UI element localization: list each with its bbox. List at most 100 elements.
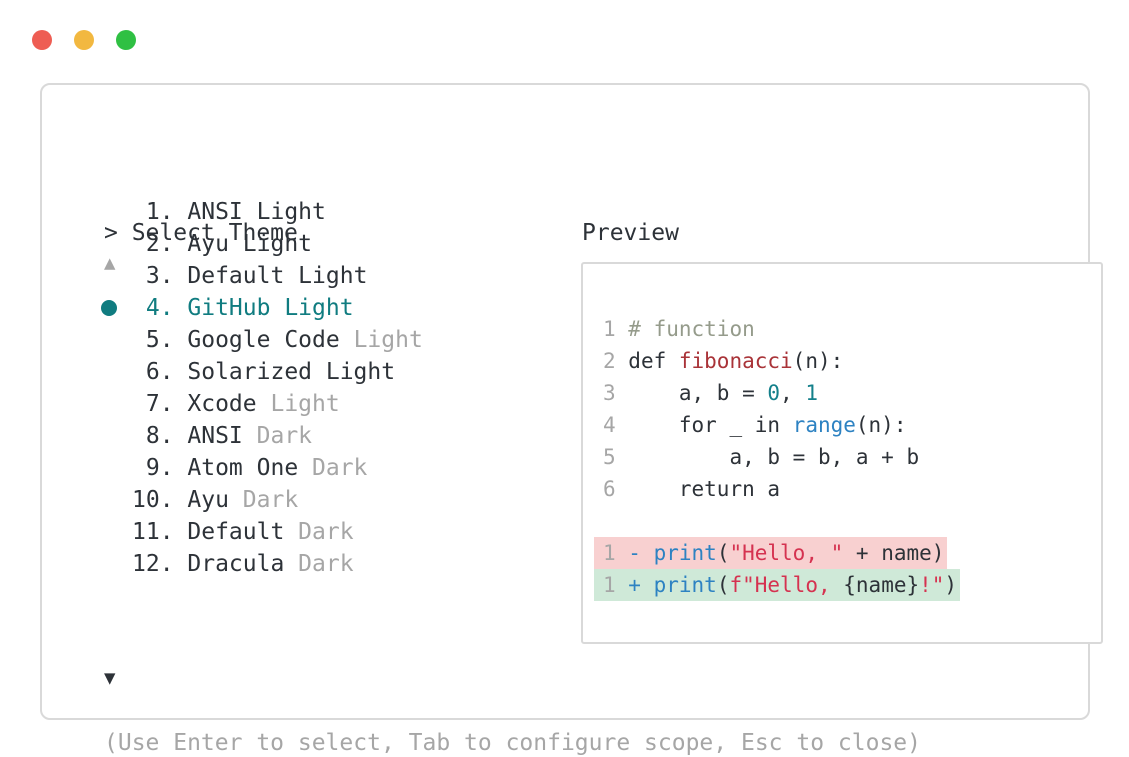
code-token: def	[628, 349, 679, 373]
item-variant: Light	[312, 359, 396, 385]
code-token: a, b =	[628, 381, 768, 405]
preview-label: Preview	[582, 220, 679, 246]
item-variant: Dark	[298, 455, 368, 481]
code-token: +	[628, 573, 654, 597]
code-token: (n):	[855, 413, 907, 437]
theme-item-default-dark[interactable]: 11. Default Dark	[98, 516, 354, 548]
code-token: -	[628, 541, 654, 565]
item-name: Atom One	[187, 455, 299, 481]
item-name: ANSI	[187, 199, 243, 225]
item-variant: Light	[270, 295, 354, 321]
line-number: 3	[603, 381, 629, 405]
minimize-button[interactable]	[74, 30, 94, 50]
item-variant: Light	[228, 231, 313, 257]
code-token: + name)	[843, 541, 945, 565]
item-name: Xcode	[187, 391, 257, 417]
theme-picker-panel: > Select Theme Preview ▲ ▼ 1. ANSI Light…	[40, 83, 1103, 756]
code-token: 0	[767, 381, 781, 405]
code-token: ,	[780, 381, 806, 405]
item-name: Ayu	[187, 487, 229, 513]
code-token: "Hello, "	[729, 541, 844, 565]
item-variant: Light	[256, 391, 340, 417]
code-token: f"Hello,	[729, 573, 844, 597]
scroll-up-icon[interactable]: ▲	[104, 252, 116, 274]
code-token: fibonacci	[678, 349, 793, 373]
diff-line-removed: 1 - print("Hello, " + name)	[594, 537, 948, 569]
diff-line-added: 1 + print(f"Hello, {name}!")	[594, 569, 961, 601]
code-token: )	[944, 573, 958, 597]
item-variant: Dark	[242, 423, 313, 449]
theme-item-dracula-dark[interactable]: 12. Dracula Dark	[98, 548, 354, 580]
item-number: 6.	[132, 359, 188, 385]
theme-item-google-code-light[interactable]: 5. Google Code Light	[98, 324, 423, 356]
code-token: # function	[628, 317, 755, 341]
close-button[interactable]	[32, 30, 52, 50]
theme-item-github-light[interactable]: 4. GitHub Light	[98, 292, 354, 324]
item-name: GitHub	[187, 295, 271, 321]
theme-picker-prompt: > Select Theme	[104, 220, 298, 246]
item-name: Dracula	[187, 551, 285, 577]
theme-item-ansi-dark[interactable]: 8. ANSI Dark	[98, 420, 312, 452]
item-number: 11.	[132, 519, 188, 545]
code-token: a, b = b, a + b	[628, 445, 920, 469]
theme-item-ayu-light[interactable]: 2. Ayu Light	[98, 228, 312, 260]
code-token: {name}	[843, 573, 920, 597]
line-number: 4	[603, 413, 629, 437]
theme-item-ayu-dark[interactable]: 10. Ayu Dark	[98, 484, 298, 516]
selected-bullet-icon	[98, 292, 132, 324]
code-line-1: 1 # function	[603, 313, 755, 345]
code-line-2: 2 def fibonacci(n):	[603, 345, 843, 377]
theme-item-xcode-light[interactable]: 7. Xcode Light	[98, 388, 340, 420]
code-token: 1	[805, 381, 818, 405]
line-number: 2	[603, 349, 629, 373]
code-line-4: 4 for _ in range(n):	[603, 409, 906, 441]
code-token: for _ in	[628, 413, 793, 437]
item-number: 10.	[132, 487, 188, 513]
line-number: 1	[603, 541, 629, 565]
code-line-3: 3 a, b = 0, 1	[603, 377, 818, 409]
code-token: (	[716, 573, 730, 597]
theme-item-default-light[interactable]: 3. Default Light	[98, 260, 368, 292]
footer-hint: (Use Enter to select, Tab to configure s…	[104, 730, 921, 756]
line-number: 6	[603, 477, 629, 501]
code-line-5: 5 a, b = b, a + b	[603, 441, 919, 473]
code-token: range	[792, 413, 856, 437]
item-variant: Dark	[228, 487, 299, 513]
zoom-button[interactable]	[116, 30, 136, 50]
item-variant: Light	[284, 263, 368, 289]
item-name: Default	[187, 263, 285, 289]
item-number: 3.	[132, 263, 188, 289]
code-token: !"	[919, 573, 945, 597]
item-name: ANSI	[187, 423, 243, 449]
item-variant: Dark	[284, 519, 354, 545]
item-variant: Light	[339, 327, 423, 353]
item-variant: Light	[242, 199, 326, 225]
code-token: print	[653, 541, 717, 565]
code-token: print	[653, 573, 717, 597]
item-name: Solarized	[187, 359, 313, 385]
code-token: (	[716, 541, 730, 565]
item-number: 5.	[132, 327, 188, 353]
item-number: 8.	[132, 423, 188, 449]
code-line-6: 6 return a	[603, 473, 780, 505]
item-name: Ayu	[187, 231, 229, 257]
item-variant: Dark	[284, 551, 354, 577]
theme-item-solarized-light[interactable]: 6. Solarized Light	[98, 356, 395, 388]
line-number: 5	[603, 445, 629, 469]
item-number: 7.	[132, 391, 188, 417]
item-name: Google Code	[187, 327, 340, 353]
code-token: (n):	[792, 349, 844, 373]
item-number: 1.	[132, 199, 188, 225]
item-number: 12.	[132, 551, 188, 577]
item-name: Default	[187, 519, 285, 545]
code-token: return a	[628, 477, 781, 501]
item-number: 9.	[132, 455, 188, 481]
line-number: 1	[603, 573, 629, 597]
theme-item-ansi-light[interactable]: 1. ANSI Light	[98, 196, 326, 228]
scroll-down-icon[interactable]: ▼	[104, 667, 116, 689]
theme-item-atom-one-dark[interactable]: 9. Atom One Dark	[98, 452, 368, 484]
item-number: 2.	[132, 231, 188, 257]
line-number: 1	[603, 317, 629, 341]
